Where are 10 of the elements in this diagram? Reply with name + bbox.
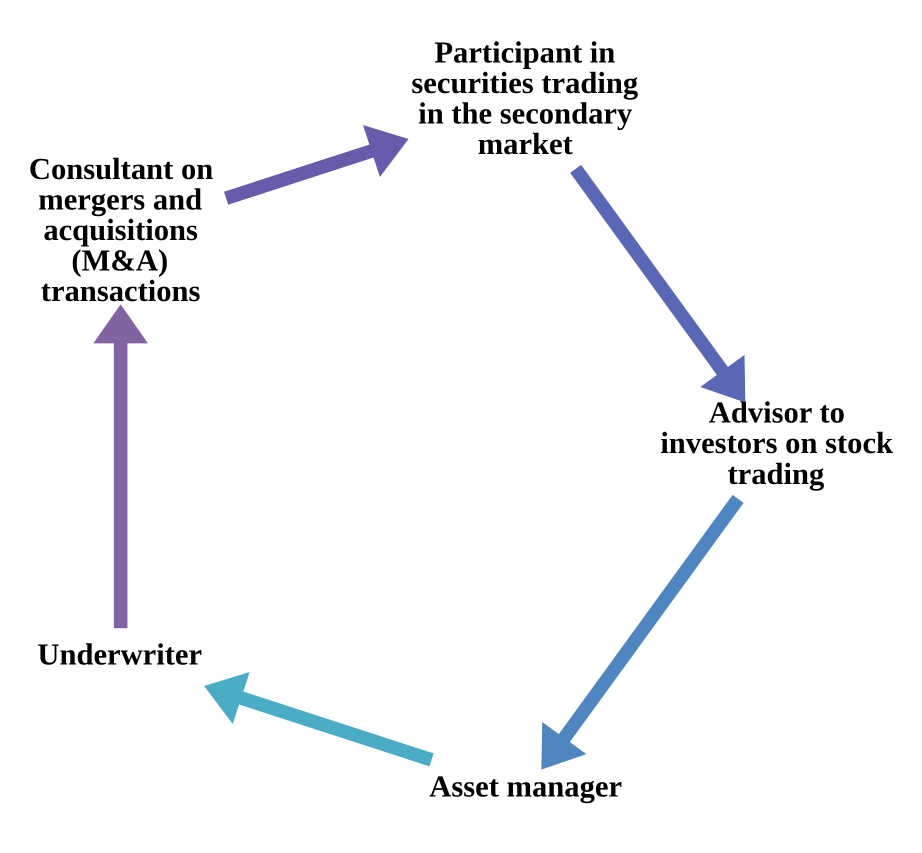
- node-text: Advisor to investors on stock trading: [660, 395, 894, 490]
- arrow: [93, 304, 148, 628]
- node-text: Participant in securities trading in the secondary market: [411, 34, 638, 161]
- arrow: [224, 124, 409, 204]
- arrow: [570, 164, 746, 402]
- arrow: [204, 672, 434, 766]
- arrow: [541, 494, 744, 770]
- node-text: Underwriter: [37, 637, 202, 672]
- node-text: Consultant on mergers and acquisitions (M&A) transactions: [28, 151, 214, 308]
- node-text: Asset manager: [429, 768, 622, 803]
